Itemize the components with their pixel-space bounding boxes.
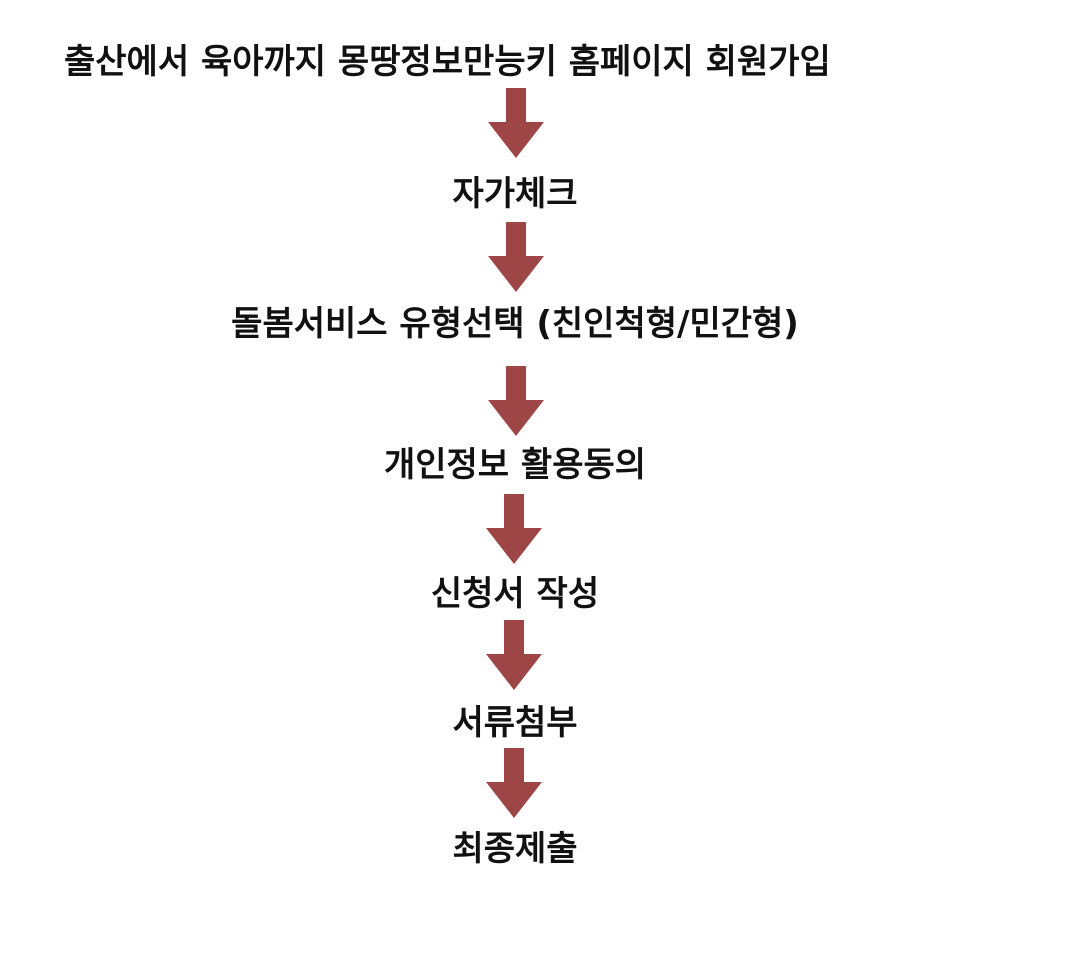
step-privacy-consent: 개인정보 활용동의 — [383, 445, 647, 485]
step-application-form: 신청서 작성 — [430, 574, 600, 614]
down-arrow-icon — [484, 748, 544, 818]
down-arrow-icon — [484, 494, 544, 564]
step-signup: 출산에서 육아까지 몽땅정보만능키 홈페이지 회원가입 — [64, 42, 831, 82]
step-attach-documents: 서류첨부 — [452, 703, 578, 743]
down-arrow-icon — [484, 620, 544, 690]
down-arrow-icon — [486, 88, 546, 158]
down-arrow-icon — [486, 366, 546, 436]
step-final-submit: 최종제출 — [452, 829, 578, 869]
step-service-type: 돌봄서비스 유형선택 (친인척형/민간형) — [231, 304, 799, 344]
step-self-check: 자가체크 — [452, 174, 578, 214]
down-arrow-icon — [486, 222, 546, 292]
